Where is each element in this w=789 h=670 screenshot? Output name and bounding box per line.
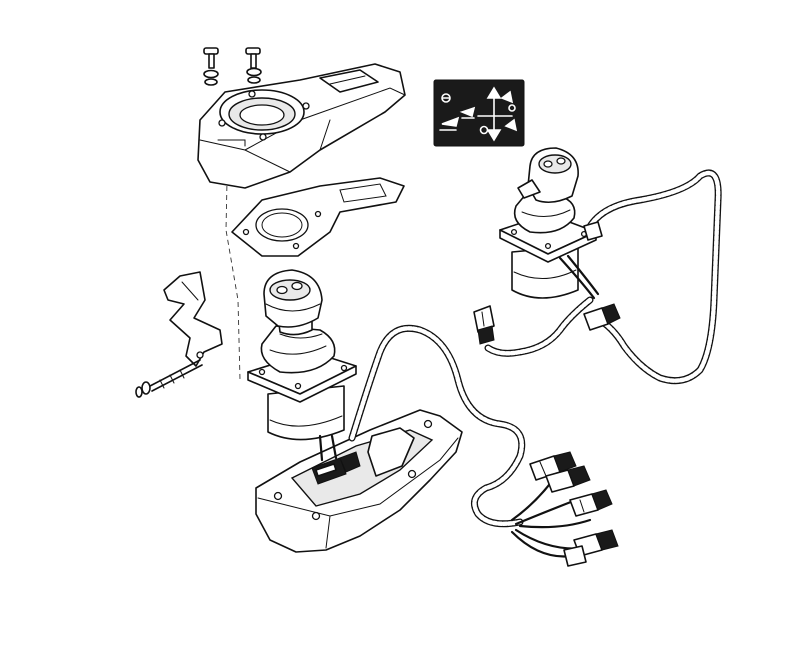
bolt — [135, 359, 203, 398]
connector-icon — [545, 465, 591, 493]
mounting-screws — [203, 47, 262, 86]
wire-segment — [330, 434, 338, 460]
joystick-detail — [499, 147, 597, 299]
wiring-harness-detail — [473, 169, 722, 385]
connector-icon — [473, 305, 495, 345]
connector-icon — [569, 489, 613, 517]
connector-icon — [563, 545, 587, 567]
control-decal — [433, 79, 525, 147]
connector-icon — [583, 303, 621, 331]
wiring-harness — [348, 324, 619, 567]
connector-icon — [583, 221, 603, 241]
support-bracket — [163, 271, 223, 367]
mounting-gasket — [231, 177, 405, 257]
console-cover — [197, 63, 406, 189]
screw-icon — [245, 47, 262, 84]
joystick-main — [247, 269, 357, 441]
wire-segment — [318, 434, 324, 462]
screw-icon — [203, 47, 219, 86]
console-base — [255, 409, 463, 553]
